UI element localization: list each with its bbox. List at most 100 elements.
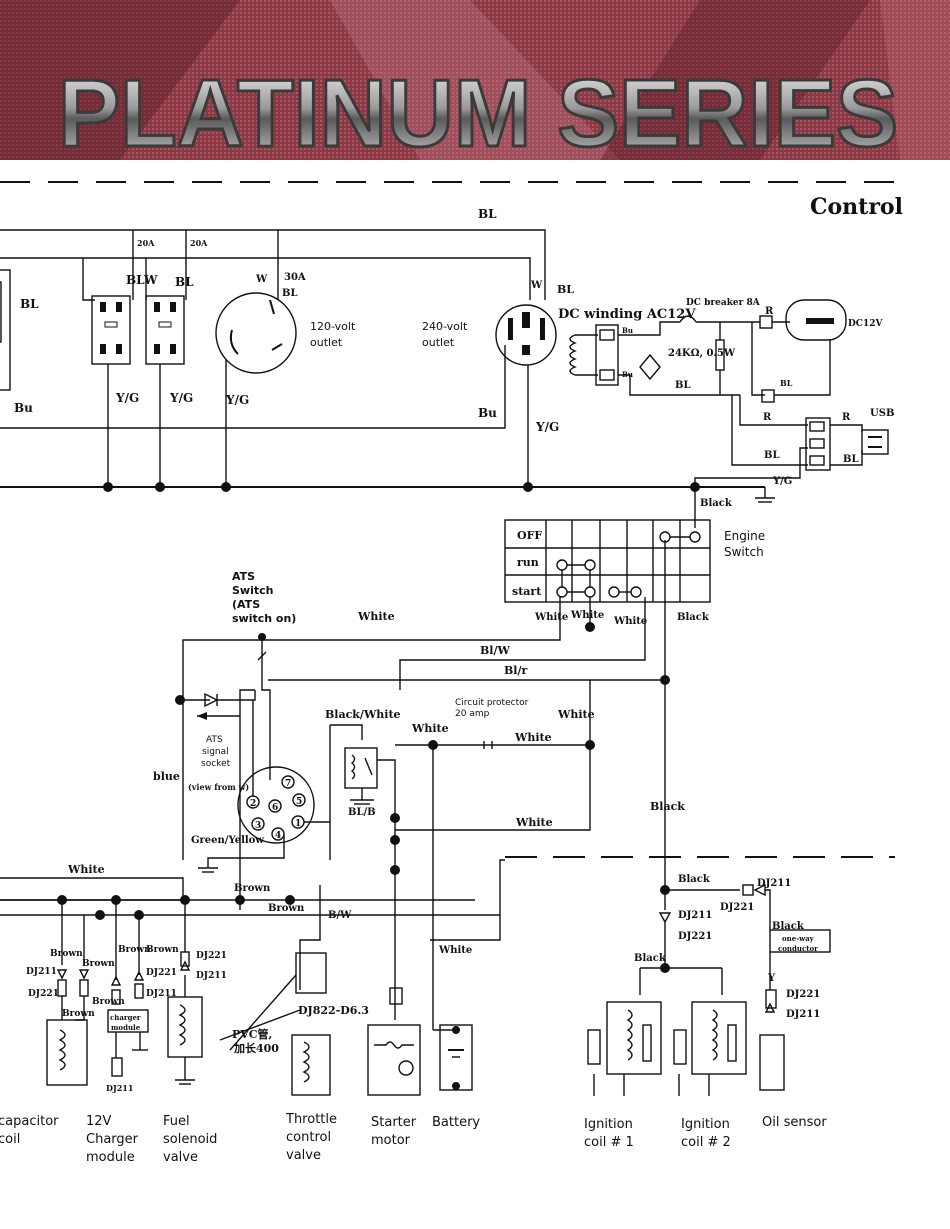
section-title: Control <box>810 194 903 220</box>
wire-label: Y/G <box>115 391 139 405</box>
dc-winding-label: DC winding AC12V <box>558 307 696 322</box>
connector-label: DJ211 <box>678 910 712 921</box>
connector-label: DJ221 <box>678 931 712 942</box>
wire-label: Bu <box>622 326 633 335</box>
connector-label: DJ211 <box>757 878 791 889</box>
wire-label: BL <box>20 297 39 311</box>
capacitor-coil <box>46 1019 88 1086</box>
pin-label: 7 <box>285 779 291 789</box>
dc-winding-coil <box>569 334 577 376</box>
wire-label: B/W <box>328 910 352 921</box>
wire-label: W <box>530 280 543 291</box>
wire-label: Brown <box>268 903 305 914</box>
ac-outlet-panel: BL BL Bu Bu 20A 20A 30A BL W BL W BL W B… <box>0 207 775 503</box>
wire-label: White <box>613 616 647 627</box>
wire-label: White <box>438 945 472 956</box>
switch-row-start: start <box>512 585 542 598</box>
wire-label: BL <box>764 450 779 461</box>
dc-connector <box>595 324 619 386</box>
throttle-control-valve <box>291 1034 331 1096</box>
pin-label: 4 <box>275 831 281 841</box>
wire-label: BL <box>843 454 858 465</box>
fuel-solenoid-valve <box>167 996 203 1058</box>
wire-label: Bl/W <box>480 644 510 657</box>
fuse-label: 20A <box>190 238 208 248</box>
ignition-coil-2 <box>691 1001 747 1075</box>
pin-label: 3 <box>255 821 261 831</box>
wire-label: Y/G <box>225 393 249 407</box>
dc12v-label: DC12V <box>848 319 883 329</box>
pin-label: 1 <box>295 819 301 829</box>
wire-label: Black <box>678 874 711 885</box>
dc-section: DC winding AC12V DC breaker 8A Bu Bu 24K… <box>558 298 894 528</box>
outlet-120v <box>215 292 297 374</box>
wire-label: Black/White <box>325 708 401 721</box>
wire-label: BL/B <box>348 807 376 818</box>
circuit-protector <box>478 741 498 749</box>
dc12v-socket <box>785 299 847 341</box>
pvc-label: PVC管,加长400 <box>232 1027 279 1055</box>
wire-label: Green/Yellow <box>191 835 264 846</box>
outlet-2 <box>145 295 185 365</box>
resistor-label: 24KΩ, 0.5W <box>668 348 736 359</box>
connector-label: DJ221 <box>786 989 820 1000</box>
wire-label: Black <box>634 953 667 964</box>
fuse-label: 30A <box>284 272 306 283</box>
dc-breaker <box>679 315 697 323</box>
connector-label: DJ221 <box>146 968 177 978</box>
dc-breaker-label: DC breaker 8A <box>686 298 761 308</box>
connector-label: DJ221 <box>720 902 754 913</box>
wire-label: Black <box>772 921 805 932</box>
usb-connector <box>805 417 831 471</box>
wire-label: BL <box>675 380 690 391</box>
outlet-240v <box>495 304 557 366</box>
wire-label: BL <box>478 207 497 221</box>
wire-label: R <box>765 306 774 317</box>
oil-sensor-label: Oil sensor <box>762 1115 827 1130</box>
wire-label: blue <box>153 770 180 783</box>
socket-view-label: (view from w) <box>188 782 249 792</box>
wire-label: White <box>67 863 105 876</box>
wire-label: W <box>255 274 268 285</box>
connector-label: DJ221 <box>196 951 227 961</box>
pin-label: 2 <box>250 799 256 809</box>
banner-title: PLATINUM SERIES <box>58 60 898 160</box>
wire-label: Brown <box>92 997 125 1007</box>
starter-motor <box>367 1024 421 1096</box>
wire-label: White <box>557 708 595 721</box>
switch-row-off: OFF <box>517 529 542 542</box>
wire-label: Brown <box>118 945 151 955</box>
pin-label: 6 <box>272 803 278 813</box>
wire-label: Y/G <box>772 476 792 487</box>
connector-label: DJ211 <box>26 967 57 977</box>
wire-label: BL <box>282 288 297 299</box>
connector-label: DJ211 <box>786 1009 820 1020</box>
wire-label: Black <box>650 800 685 813</box>
connector-label: DJ221 <box>28 989 59 999</box>
wire-label: Brown <box>82 959 115 969</box>
wire-label: Brown <box>50 949 83 959</box>
connector-label: DJ211 <box>106 1083 133 1093</box>
wire-label: Y <box>767 973 776 984</box>
usb-port <box>861 429 889 455</box>
charger-module-box <box>107 1009 149 1033</box>
wire-label: White <box>515 816 553 829</box>
battery-label: Battery <box>432 1115 480 1130</box>
wire-label: Bl/r <box>504 664 527 677</box>
wire-label: Brown <box>234 883 271 894</box>
outlet-1 <box>91 295 131 365</box>
wire-label: Bu <box>478 406 497 420</box>
wire-label: BL <box>175 275 194 289</box>
